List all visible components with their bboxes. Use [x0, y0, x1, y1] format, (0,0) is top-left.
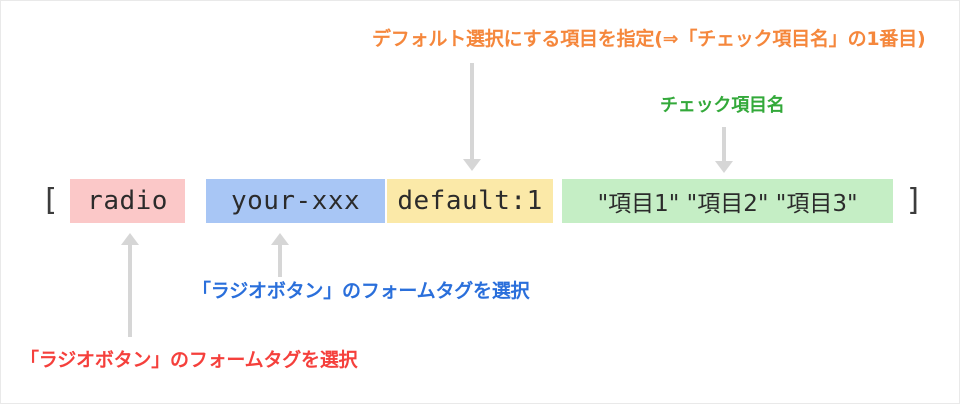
- token-field-name: your-xxx: [206, 179, 386, 223]
- annotation-items-label: チェック項目名: [660, 95, 785, 116]
- arrow-stem: [722, 127, 726, 162]
- shortcode-line: [ radio your-xxx default:1 "項目1" "項目2" "…: [1, 174, 959, 228]
- token-items: "項目1" "項目2" "項目3": [562, 179, 894, 223]
- bracket-open: [: [41, 183, 60, 218]
- arrow-stem: [470, 63, 474, 160]
- arrow-head: [121, 233, 139, 245]
- arrow-down-to-items: [714, 127, 734, 173]
- arrow-stem: [128, 244, 132, 337]
- arrow-up-to-type: [120, 233, 140, 337]
- arrow-down-to-default: [462, 63, 482, 171]
- annotation-field-name-label: 「ラジオボタン」のフォームタグを選択: [192, 280, 530, 302]
- annotation-type-label: 「ラジオボタン」のフォームタグを選択: [20, 349, 358, 371]
- arrow-up-to-field-name: [270, 233, 290, 277]
- arrow-head: [271, 233, 289, 245]
- arrow-head: [463, 159, 481, 171]
- token-default: default:1: [387, 179, 554, 223]
- annotation-default-label: デフォルト選択にする項目を指定(⇒「チェック項目名」の1番目): [372, 28, 926, 50]
- token-type: radio: [70, 179, 186, 223]
- arrow-stem: [278, 244, 282, 277]
- arrow-head: [715, 161, 733, 173]
- bracket-close: ]: [905, 183, 924, 218]
